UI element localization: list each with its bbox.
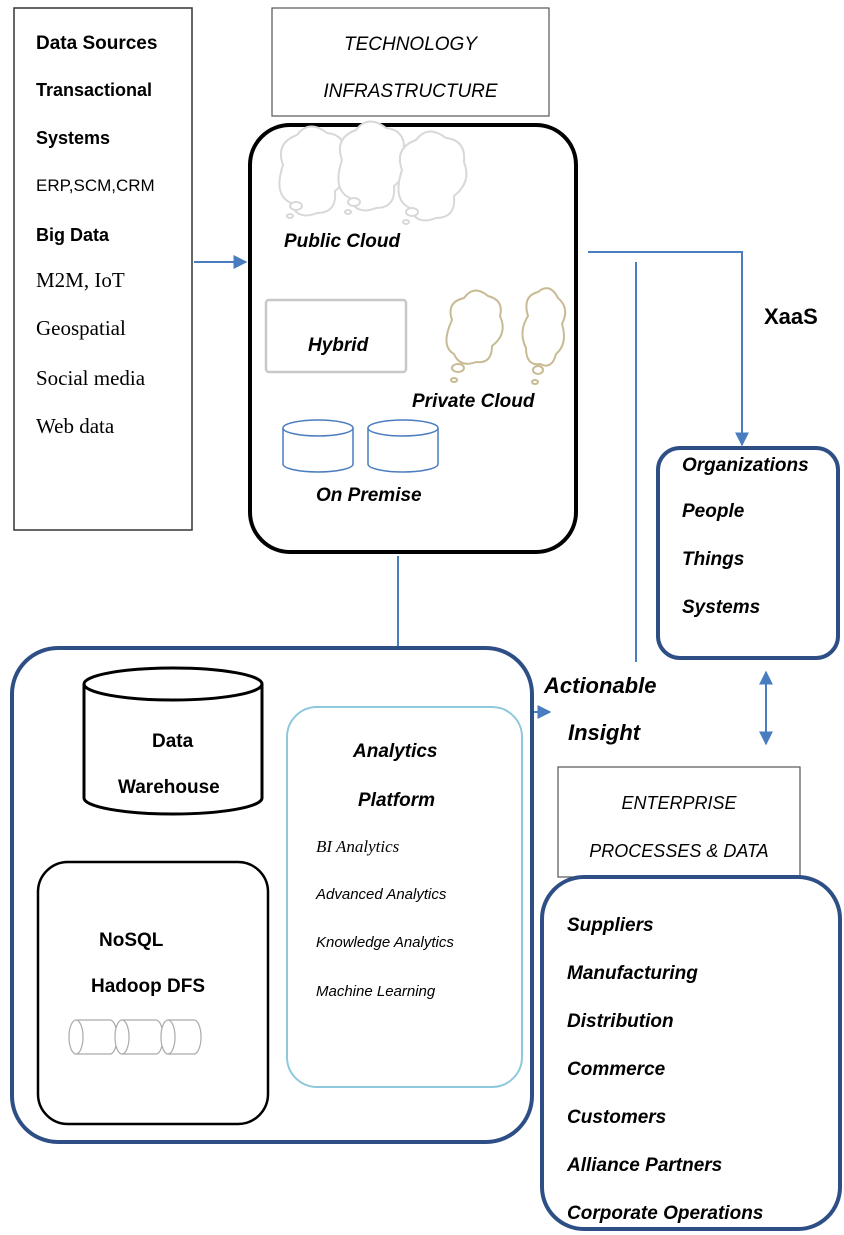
nosql-box bbox=[36, 860, 270, 1126]
hadoop-cylinder-end bbox=[68, 1019, 84, 1055]
analytics-platform-title-line2: Platform bbox=[358, 790, 436, 811]
cloud-icon bbox=[445, 289, 504, 365]
warehouse-cylinder-top bbox=[82, 666, 264, 702]
transactional-label: Transactional bbox=[36, 80, 153, 100]
tech-infra-line1: TECHNOLOGY bbox=[343, 34, 478, 55]
data-warehouse-line2: Warehouse bbox=[118, 777, 220, 798]
big-data-label: Big Data bbox=[36, 225, 110, 245]
nosql-label: NoSQL bbox=[99, 930, 164, 951]
enterprise-line1: ENTERPRISE bbox=[621, 793, 737, 813]
enterprise-item: Corporate Operations bbox=[567, 1203, 764, 1224]
org-item: People bbox=[682, 501, 745, 522]
enterprise-item: Customers bbox=[567, 1107, 667, 1128]
hadoop-cylinder-end bbox=[114, 1019, 130, 1055]
on-premise-cylinders bbox=[282, 419, 439, 473]
database-cylinder-top bbox=[367, 419, 439, 437]
cloud-puff bbox=[451, 363, 465, 373]
analytics-item: Knowledge Analytics bbox=[316, 934, 454, 951]
hybrid-label: Hybrid bbox=[308, 335, 369, 356]
enterprise-item: Alliance Partners bbox=[567, 1155, 723, 1176]
web-data-label: Web data bbox=[36, 414, 115, 438]
public-cloud-icons bbox=[278, 120, 468, 225]
enterprise-item: Suppliers bbox=[567, 915, 654, 936]
analytics-item: Advanced Analytics bbox=[316, 886, 447, 903]
private-cloud-icons bbox=[445, 287, 567, 385]
hadoop-cylinder bbox=[168, 1019, 202, 1055]
hadoop-cylinders bbox=[68, 1019, 202, 1055]
database-cylinder bbox=[282, 428, 354, 473]
cloud-puff bbox=[344, 209, 352, 215]
org-item: Systems bbox=[682, 597, 761, 618]
organizations-box bbox=[656, 446, 840, 660]
cloud-puff bbox=[347, 197, 361, 207]
data-warehouse-line1: Data bbox=[152, 731, 194, 752]
on-premise-label: On Premise bbox=[316, 485, 422, 506]
actionable-insight-line2: Insight bbox=[568, 720, 641, 745]
warehouse-cylinder-body bbox=[82, 684, 264, 816]
cloud-puff bbox=[402, 219, 410, 225]
hadoop-label: Hadoop DFS bbox=[91, 976, 205, 997]
cloud-puff bbox=[532, 365, 544, 375]
hadoop-cylinder-end bbox=[160, 1019, 176, 1055]
cloud-puff bbox=[531, 379, 539, 385]
org-item: Organizations bbox=[682, 455, 809, 476]
connector-infra-to-organizations bbox=[588, 251, 749, 447]
private-cloud-label: Private Cloud bbox=[412, 391, 535, 412]
database-cylinder bbox=[367, 428, 439, 473]
enterprise-items-box bbox=[540, 875, 842, 1231]
cloud-puff bbox=[286, 213, 294, 219]
public-cloud-label: Public Cloud bbox=[284, 231, 401, 252]
data-warehouse-cylinder bbox=[82, 666, 264, 816]
actionable-insight-line1: Actionable bbox=[544, 673, 657, 698]
enterprise-label-box bbox=[557, 766, 801, 878]
enterprise-item: Commerce bbox=[567, 1059, 666, 1080]
xaas-label: XaaS bbox=[764, 304, 818, 329]
erp-label: ERP,SCM,CRM bbox=[36, 176, 155, 195]
geospatial-label: Geospatial bbox=[36, 316, 126, 340]
tech-infra-line2: INFRASTRUCTURE bbox=[323, 81, 498, 102]
enterprise-item: Manufacturing bbox=[567, 963, 698, 984]
analytics-platform-title-line1: Analytics bbox=[353, 741, 438, 762]
hybrid-box bbox=[264, 298, 408, 374]
data-sources-box bbox=[13, 7, 193, 531]
cloud-puff bbox=[405, 207, 419, 217]
enterprise-line2: PROCESSES & DATA bbox=[589, 841, 769, 861]
systems-label: Systems bbox=[36, 128, 111, 148]
data-sources-title: Data Sources bbox=[36, 33, 158, 54]
m2m-label: M2M, IoT bbox=[36, 268, 125, 292]
social-media-label: Social media bbox=[36, 366, 146, 390]
enterprise-item: Distribution bbox=[567, 1011, 674, 1032]
tech-infra-label-box bbox=[271, 7, 550, 117]
cloud-puff bbox=[450, 377, 458, 383]
analytics-item: BI Analytics bbox=[316, 837, 400, 856]
cloud-puff bbox=[289, 201, 303, 211]
database-cylinder-top bbox=[282, 419, 354, 437]
org-item: Things bbox=[682, 549, 745, 570]
cloud-icon bbox=[521, 287, 567, 367]
analytics-platform-box bbox=[286, 706, 523, 1088]
analytics-item: Machine Learning bbox=[316, 983, 436, 1000]
